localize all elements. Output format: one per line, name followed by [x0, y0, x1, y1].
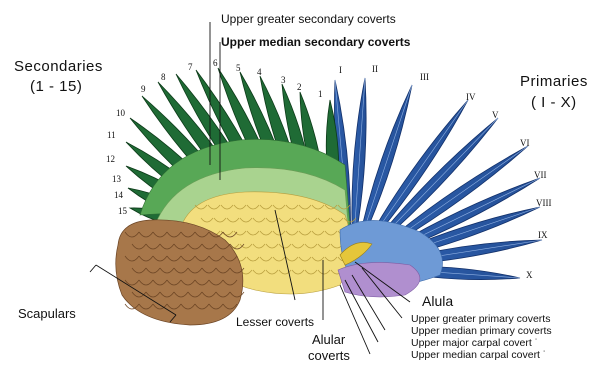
label-upper-greater-primary-coverts: Upper greater primary coverts	[411, 313, 550, 325]
secondary-number: 9	[141, 84, 146, 94]
primary-numeral: IV	[466, 92, 476, 102]
primary-numeral: VIII	[536, 198, 552, 208]
label-upper-major-carpal-covert: Upper major carpal covert ˙	[411, 337, 538, 349]
label-alula: Alula	[422, 293, 453, 309]
primary-numeral: X	[526, 270, 533, 280]
label-upper-greater-secondary-coverts: Upper greater secondary coverts	[221, 12, 396, 26]
label-alular-coverts-2: coverts	[308, 348, 350, 363]
secondary-number: 14	[114, 190, 124, 200]
label-primaries-range: ( I - X)	[531, 94, 577, 111]
label-lesser-coverts: Lesser coverts	[236, 315, 314, 329]
primary-numeral: III	[420, 72, 429, 82]
secondary-number: 4	[257, 67, 262, 77]
secondary-number: 8	[161, 72, 166, 82]
primary-numeral: II	[372, 64, 378, 74]
secondary-number: 15	[118, 206, 128, 216]
secondary-number: 5	[236, 63, 241, 73]
primary-numeral: V	[492, 110, 499, 120]
primary-numeral: VII	[534, 170, 547, 180]
secondary-number: 12	[106, 154, 115, 164]
primary-numeral: I	[339, 65, 342, 75]
label-secondaries: Secondaries	[14, 58, 103, 75]
secondary-number: 11	[107, 130, 116, 140]
secondary-number: 3	[281, 75, 286, 85]
label-scapulars: Scapulars	[18, 306, 76, 321]
primary-numeral: VI	[520, 138, 530, 148]
secondary-number: 7	[188, 62, 193, 72]
secondary-number: 6	[213, 58, 218, 68]
label-primaries: Primaries	[520, 73, 588, 90]
secondary-number: 1	[318, 89, 323, 99]
secondary-number: 10	[116, 108, 126, 118]
label-secondaries-range: (1 - 15)	[30, 78, 82, 95]
secondary-number: 2	[297, 82, 302, 92]
label-upper-median-secondary-coverts: Upper median secondary coverts	[221, 35, 411, 49]
label-upper-median-primary-coverts: Upper median primary coverts	[411, 325, 552, 337]
label-upper-median-carpal-covert: Upper median carpal covert ˙	[411, 349, 546, 361]
primary-numeral: IX	[538, 230, 548, 240]
secondary-number: 13	[112, 174, 122, 184]
label-alular-coverts-1: Alular	[312, 332, 346, 347]
